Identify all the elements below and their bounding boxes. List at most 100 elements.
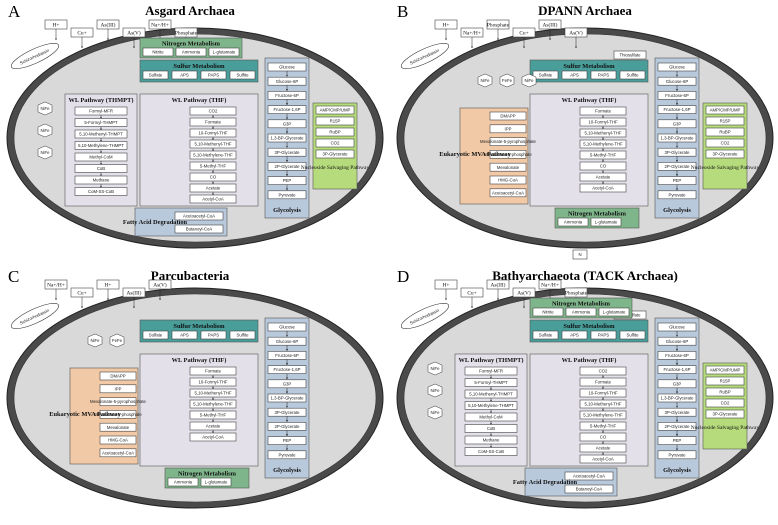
external-ion-label: Na+/H+ (47, 282, 65, 288)
sulfur-metabolite: Sulfate (149, 333, 163, 338)
sulfur-metabolite: APS (570, 73, 579, 78)
nitrogen-metabolism-title: Nitrogen Metabolism (552, 301, 611, 308)
wl-thf-metabolite: 5-Methyl-THF (200, 413, 227, 418)
hydrogenase-label: NiFe (430, 366, 440, 371)
mva-metabolite-box (489, 162, 527, 172)
glycolysis-metabolite: Glucose-6P (666, 79, 689, 84)
external-ion-label: Phosphate (565, 290, 588, 296)
sulfur-metabolite-box (532, 330, 559, 340)
panel-title: DPANN Archaea (538, 3, 632, 18)
glycolysis-metabolite: 2P-Glycerate (664, 424, 690, 429)
hydrogenase-hexagon (109, 333, 125, 348)
wl-thmpt-metabolite: CoM-SS-CoB (88, 189, 114, 194)
mva-metabolite: Mevalonate (107, 425, 130, 430)
hydrogenase-label: FeFe (502, 78, 513, 83)
glycolysis-metabolite-box (267, 450, 307, 460)
nucleoside-metabolite: CO2 (721, 141, 730, 146)
fatty-acid-metabolite-box (174, 224, 224, 234)
nucleoside-metabolite-box (315, 149, 355, 159)
wl-thmpt-metabolite: 5-Formyl-THMPT (474, 380, 508, 385)
glycolysis-metabolite: Fructose-1,6P (274, 367, 301, 372)
mva-metabolite: Mevalonate-5-phosphate (94, 412, 142, 417)
mva-metabolite: Acetoacetyl-CoA (102, 450, 134, 455)
wl-thmpt-metabolite: 5,10-Methenyl-THMPT (79, 132, 123, 137)
hydrogenase-label: NiFe (40, 106, 50, 111)
mva-metabolite: Mevalonate-5-phosphate (484, 152, 532, 157)
sulfur-metabolite: APS (180, 333, 189, 338)
nitrogen-metabolite: Nitrite (542, 310, 554, 315)
sulfur-metabolism-title: Sulfur Metabolism (563, 323, 615, 330)
nitrogen-metabolism-title: Nitrogen Metabolism (162, 41, 221, 48)
hydrogenase-hexagon (37, 101, 53, 116)
wl-thmpt-title: WL Pathway (THMPT) (459, 357, 524, 364)
sulfur-metabolism-title: Sulfur Metabolism (173, 63, 225, 70)
hydrogenase-label: NiFe (40, 128, 50, 133)
external-ion-label: H+ (443, 22, 450, 28)
wl-thf-metabolite: 5-Methyl-THF (590, 424, 617, 429)
mva-metabolite-box (489, 175, 527, 185)
sulfur-metabolism-title: Sulfur Metabolism (563, 63, 615, 70)
sulfur-metabolite-box (619, 70, 646, 80)
mva-metabolite-box (99, 422, 137, 432)
glycolysis-metabolite: Pyruvate (279, 192, 297, 197)
mva-metabolite-box (489, 111, 527, 121)
external-ion-label: As(V) (127, 29, 141, 36)
glycolysis-metabolite: Fructose-6P (275, 93, 299, 98)
sulfur-metabolite: APS (570, 333, 579, 338)
sulfur-metabolite-box (561, 70, 588, 80)
wl-thf-metabolite: Acetate (596, 446, 611, 451)
nucleoside-metabolite: AMP/CMP/UMP (710, 108, 741, 113)
mva-pathway-title: Eukaryotic MVA Pathway (439, 151, 511, 158)
nucleoside-metabolite: R15P (720, 379, 731, 384)
sulfur-metabolite-box (200, 330, 227, 340)
nitrogen-metabolite: L-glutamate (213, 50, 236, 55)
sulfur-metabolite-box (200, 70, 227, 80)
sulfur-metabolite-box (142, 330, 169, 340)
mva-metabolite: HMG-CoA (108, 438, 128, 443)
nucleoside-metabolite-box (705, 409, 745, 419)
wl-thmpt-metabolite: CoB (487, 426, 495, 431)
wl-thmpt-metabolite: 5,10-Methenyl-THMPT (469, 392, 513, 397)
nucleoside-metabolite-box (315, 116, 355, 126)
wl-thf-metabolite: CO (600, 435, 607, 440)
external-ion-label: As(V) (153, 281, 167, 288)
nucleoside-metabolite-box (315, 138, 355, 148)
glycolysis-metabolite: 3P-Glycerate (274, 410, 300, 415)
wl-thf-title: WL Pathway (THF) (562, 97, 617, 104)
wl-thf-metabolite: Acetate (206, 186, 221, 191)
nitrogen-metabolite: Nitrite (152, 50, 164, 55)
hydrogenase-label: FeFe (112, 338, 123, 343)
glycolysis-metabolite-box (657, 190, 697, 200)
wl-thf-metabolite: 5,10-Methylene-THF (193, 153, 233, 158)
glycolysis-metabolite: 2P-Glycerate (664, 164, 690, 169)
glycolysis-metabolite: G3P (283, 121, 292, 126)
nucleoside-metabolite-box (705, 149, 745, 159)
nucleoside-salvaging-title: Nucleoside Salvaging Pathway (691, 165, 760, 171)
nucleoside-metabolite: RuBP (719, 130, 730, 135)
mva-metabolite: DMAPP (500, 114, 515, 119)
external-ion-label: As(III) (127, 289, 142, 296)
wl-thf-metabolite-box (189, 432, 237, 442)
glycolysis-metabolite: Fructose-6P (665, 93, 689, 98)
glycolysis-metabolite: Fructose-6P (665, 353, 689, 358)
wl-thf-metabolite: 5,10-Methylene-THF (583, 142, 623, 147)
nitrogen-metabolite-box (532, 307, 564, 317)
mva-metabolite: IPP (505, 126, 512, 131)
mva-metabolite: Mevalonate-5-pyrophosphate (480, 139, 537, 144)
external-ion-label: Cu+ (519, 30, 528, 36)
wl-thf-metabolite: 10-Formyl-THF (588, 120, 617, 125)
wl-thf-metabolite: 5,10-Methenyl-THF (584, 131, 621, 136)
wl-thmpt-metabolite: Formyl-MFR (479, 369, 503, 374)
mva-pathway-title: Eukaryotic MVA Pathway (49, 411, 121, 418)
sulfur-metabolism-box (139, 59, 259, 83)
wl-thf-metabolite: CO (210, 175, 217, 180)
glycolysis-metabolite: 2P-Glycerate (274, 424, 300, 429)
wl-thf-metabolite: 10-Formyl-THF (198, 380, 227, 385)
fatty-acid-metabolite-box (174, 211, 224, 221)
wl-thf-metabolite-box (189, 194, 237, 204)
wl-thf-metabolite: 5-Methyl-THF (590, 153, 617, 158)
hydrogenase-label: NiFe (40, 150, 50, 155)
wl-thf-metabolite: CO2 (599, 369, 608, 374)
external-ion-box (572, 249, 588, 260)
glycolysis-metabolite: 1,3-BP-Glycerate (271, 136, 305, 141)
